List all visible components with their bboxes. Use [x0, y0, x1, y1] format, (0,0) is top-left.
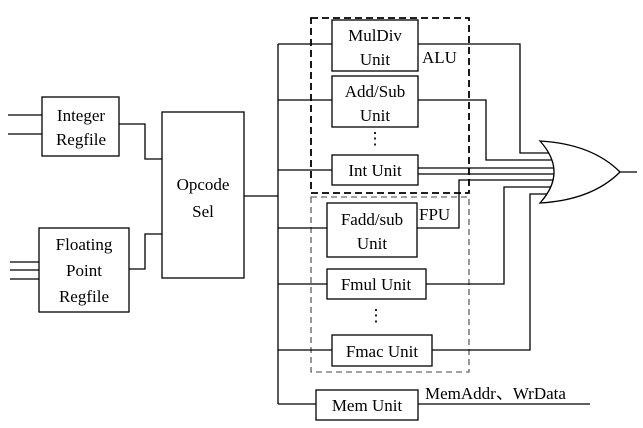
fmul-unit-label: Fmul Unit [341, 275, 412, 294]
floating-point-regfile-label-3: Regfile [59, 287, 109, 306]
muldiv-unit-box [331, 19, 419, 72]
opcode-sel-label-2: Sel [192, 202, 214, 221]
alu-group-outline [310, 17, 470, 194]
fadd-unit-box [326, 202, 418, 258]
fadd-unit-label-1: Fadd/sub [341, 210, 403, 229]
integer-regfile-label-2: Regfile [56, 130, 106, 149]
muldiv-output-wire [418, 43, 556, 154]
mem-unit-label: Mem Unit [332, 396, 403, 415]
int-unit-box [331, 154, 419, 186]
float-to-opcode-wire [129, 233, 162, 270]
fadd-output-wire [417, 179, 557, 229]
addsub-unit-box [331, 75, 419, 128]
or-gate [538, 140, 621, 204]
integer-regfile-box [41, 96, 120, 157]
integer-to-opcode-wire [119, 123, 162, 160]
addsub-unit-label-1: Add/Sub [345, 82, 405, 101]
floating-point-regfile-label-1: Floating [56, 235, 113, 254]
muldiv-unit-label-1: MulDiv [348, 26, 402, 45]
integer-regfile-label-1: Integer [57, 106, 105, 125]
int-unit-label: Int Unit [348, 161, 402, 180]
fmul-unit-box [326, 268, 427, 300]
opcode-sel-label-1: Opcode [177, 175, 230, 194]
mem-output-label: MemAddr、WrData [425, 384, 566, 403]
opcode-sel-box [161, 111, 245, 279]
addsub-unit-label-2: Unit [360, 106, 391, 125]
floating-point-regfile-label-2: Point [66, 261, 102, 280]
fmul-output-wire [426, 186, 556, 285]
alu-label: ALU [422, 48, 457, 67]
fmac-unit-label: Fmac Unit [346, 342, 419, 361]
fmac-output-wire [432, 193, 554, 351]
fpu-ellipsis: ⋮ [368, 306, 385, 325]
alu-ellipsis: ⋮ [367, 129, 384, 148]
floating-point-regfile-box [38, 227, 130, 313]
fadd-unit-label-2: Unit [357, 234, 388, 253]
mem-unit-box [315, 389, 419, 421]
fmac-unit-box [331, 334, 433, 367]
muldiv-unit-label-2: Unit [360, 50, 391, 69]
fpu-label: FPU [419, 205, 450, 224]
addsub-output-wire [418, 99, 557, 161]
